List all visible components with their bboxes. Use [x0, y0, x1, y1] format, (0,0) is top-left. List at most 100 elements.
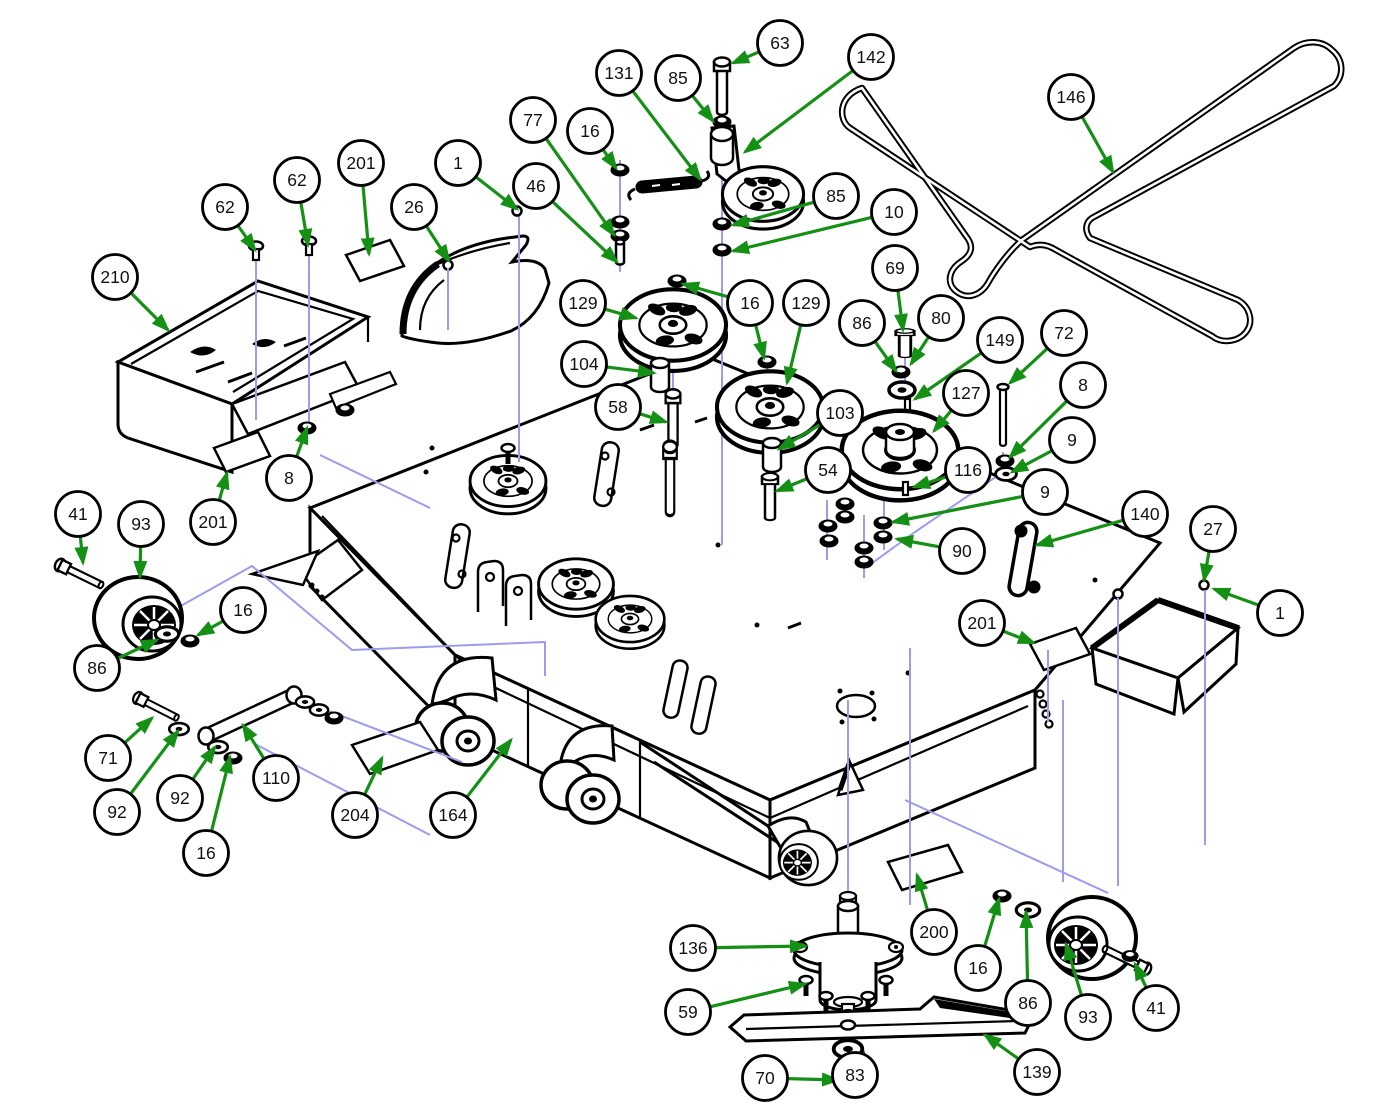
- callout-number: 140: [1130, 504, 1159, 524]
- callout-circle: [958, 599, 1006, 647]
- callout-62[interactable]: 62: [273, 156, 321, 248]
- callout-69[interactable]: 69: [871, 244, 919, 333]
- callout-110[interactable]: 110: [241, 722, 300, 802]
- deck-weldment-164: [247, 352, 1163, 887]
- callout-146[interactable]: 146: [1047, 73, 1115, 175]
- callout-16[interactable]: 16: [182, 754, 233, 877]
- callout-80[interactable]: 80: [909, 294, 965, 367]
- callout-8[interactable]: 8: [265, 425, 313, 502]
- washer-90: [873, 530, 893, 544]
- callout-129[interactable]: 129: [782, 279, 830, 386]
- callout-arrow: [195, 619, 225, 637]
- callout-90[interactable]: 90: [894, 527, 986, 575]
- callout-16[interactable]: 16: [195, 586, 267, 637]
- callout-164[interactable]: 164: [429, 737, 513, 839]
- callout-arrow: [680, 281, 729, 299]
- callout-71[interactable]: 71: [84, 715, 155, 782]
- callout-92[interactable]: 92: [93, 728, 180, 836]
- callout-142[interactable]: 142: [742, 33, 895, 154]
- callout-26[interactable]: 26: [390, 183, 451, 264]
- callout-number: 72: [1054, 323, 1073, 343]
- callout-92[interactable]: 92: [156, 744, 217, 822]
- callout-9[interactable]: 9: [890, 468, 1069, 526]
- callout-85[interactable]: 85: [654, 54, 715, 124]
- callout-10[interactable]: 10: [730, 188, 918, 255]
- callout-200[interactable]: 200: [910, 872, 958, 956]
- callout-1[interactable]: 1: [1211, 587, 1304, 637]
- callout-85[interactable]: 85: [730, 172, 860, 228]
- callout-104[interactable]: 104: [560, 340, 657, 388]
- callout-139[interactable]: 139: [982, 1033, 1061, 1096]
- callout-72[interactable]: 72: [1007, 309, 1088, 386]
- callout-77[interactable]: 77: [509, 96, 616, 238]
- callout-201[interactable]: 201: [958, 599, 1037, 647]
- callout-86[interactable]: 86: [838, 299, 898, 374]
- callout-circle: [84, 734, 132, 782]
- nut-9: [873, 516, 893, 530]
- callout-62[interactable]: 62: [201, 183, 257, 253]
- callout-58[interactable]: 58: [594, 383, 669, 431]
- callout-201[interactable]: 201: [189, 470, 237, 546]
- callout-arrow: [241, 722, 266, 760]
- callout-93[interactable]: 93: [117, 500, 165, 580]
- callout-arrow: [601, 148, 618, 171]
- callout-arrow: [360, 185, 375, 257]
- nut-9: [818, 519, 838, 533]
- callout-circle: [1189, 505, 1237, 553]
- callout-1[interactable]: 1: [434, 139, 520, 211]
- callout-arrow: [191, 744, 217, 781]
- callout-103[interactable]: 103: [776, 389, 864, 451]
- callout-circle: [560, 340, 608, 388]
- callout-number: 8: [1078, 375, 1088, 395]
- callout-number: 129: [568, 293, 597, 313]
- callout-131[interactable]: 131: [595, 49, 702, 182]
- callout-16[interactable]: 16: [954, 896, 1002, 992]
- callout-number: 86: [1018, 993, 1037, 1013]
- callout-41[interactable]: 41: [54, 490, 102, 566]
- callout-16[interactable]: 16: [680, 279, 774, 361]
- callout-number: 16: [580, 121, 599, 141]
- callout-27[interactable]: 27: [1189, 505, 1237, 583]
- callout-127[interactable]: 127: [932, 369, 990, 434]
- callout-83[interactable]: 83: [831, 1050, 879, 1099]
- callout-9[interactable]: 9: [1009, 416, 1096, 474]
- callout-circle: [219, 586, 267, 634]
- callout-41[interactable]: 41: [1132, 961, 1180, 1032]
- callout-46[interactable]: 46: [512, 162, 620, 265]
- callout-circle: [189, 498, 237, 546]
- callout-arrow: [74, 536, 89, 566]
- callout-149[interactable]: 149: [912, 316, 1024, 401]
- callout-86[interactable]: 86: [1004, 909, 1052, 1027]
- callout-circle: [664, 988, 712, 1036]
- pulley-129: [620, 289, 726, 371]
- callout-circle: [944, 446, 992, 494]
- callout-136[interactable]: 136: [669, 924, 809, 972]
- callout-16[interactable]: 16: [566, 107, 618, 171]
- washer-10: [712, 243, 732, 257]
- callout-arrow: [298, 201, 313, 248]
- callout-circle: [1059, 361, 1107, 409]
- callout-number: 9: [1040, 482, 1050, 502]
- callout-210[interactable]: 210: [91, 253, 171, 333]
- callout-63[interactable]: 63: [730, 19, 804, 67]
- callout-arrow: [123, 715, 155, 745]
- callout-201[interactable]: 201: [337, 139, 385, 257]
- callout-number: 103: [825, 403, 854, 423]
- callout-129[interactable]: 129: [559, 279, 639, 327]
- callout-circle: [201, 183, 249, 231]
- bolt-58: [661, 439, 679, 518]
- callout-circle: [156, 774, 204, 822]
- callout-86[interactable]: 86: [73, 638, 160, 692]
- callout-93[interactable]: 93: [1063, 941, 1112, 1041]
- callout-circle: [942, 369, 990, 417]
- callout-140[interactable]: 140: [1034, 490, 1169, 548]
- callout-circle: [871, 244, 919, 292]
- callout-circle: [1048, 416, 1096, 464]
- callout-8[interactable]: 8: [1007, 361, 1107, 460]
- callout-116[interactable]: 116: [911, 446, 992, 494]
- callout-54[interactable]: 54: [774, 446, 852, 494]
- callout-204[interactable]: 204: [331, 755, 384, 839]
- callout-59[interactable]: 59: [664, 980, 808, 1036]
- callout-70[interactable]: 70: [741, 1054, 841, 1102]
